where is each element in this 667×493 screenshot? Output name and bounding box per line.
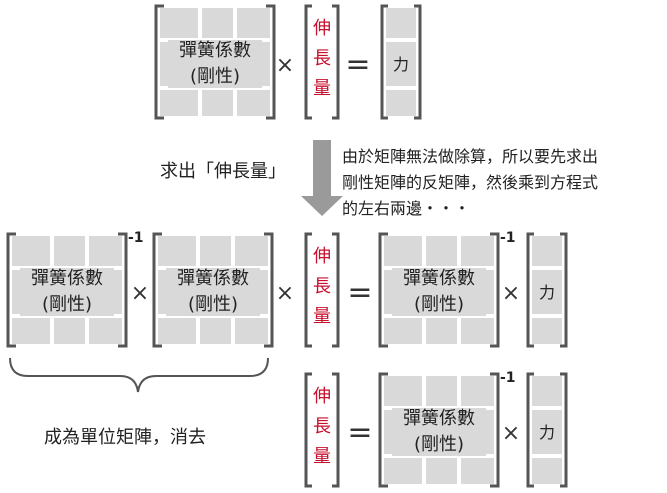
times-operator: × <box>502 281 520 306</box>
inverse-superscript: -1 <box>500 370 516 386</box>
equals-operator: = <box>347 415 372 450</box>
equals-operator: = <box>347 275 372 310</box>
times-operator: × <box>276 281 294 306</box>
curly-brace <box>9 357 269 393</box>
vector-x-char3: 量 <box>313 306 331 327</box>
times-operator: × <box>131 281 149 306</box>
vector-x-char3: 量 <box>313 78 331 99</box>
matrix-k-label-line2: (剛性) <box>190 66 240 87</box>
note-line-1: 由於矩陣無法做除算，所以要先求出 <box>342 147 598 166</box>
matrix-k-inv2-label-line1: 彈簧係數 <box>403 268 475 289</box>
vector-x-row1: 伸 長 量 <box>304 4 340 120</box>
vector-f-row2: 力 <box>526 232 568 348</box>
note-line-3: 的左右兩邊・・・ <box>342 199 470 218</box>
vector-x-char2: 長 <box>313 276 331 297</box>
times-operator: × <box>502 421 520 446</box>
matrix-k-inverse-row2-right: 彈簧係數 (剛性) -1 <box>378 230 516 348</box>
vector-x-char1: 伸 <box>313 18 331 39</box>
note-line-2: 剛性矩陣的反矩陣，然後乘到方程式 <box>342 173 598 192</box>
equals-operator: = <box>345 47 370 82</box>
vector-x-row3: 伸 長 量 <box>304 372 340 488</box>
matrix-k-inverse-row3: 彈簧係數 (剛性) -1 <box>378 370 516 488</box>
cancel-label: 成為單位矩陣，消去 <box>44 427 206 448</box>
matrix-k2-label-line2: (剛性) <box>188 294 238 315</box>
vector-f-label: 力 <box>393 55 409 74</box>
inverse-superscript: -1 <box>500 230 516 246</box>
vector-x-row2: 伸 長 量 <box>304 232 340 348</box>
vector-x-char2: 長 <box>313 416 331 437</box>
matrix-k-inv3-label-line1: 彈簧係數 <box>403 408 475 429</box>
vector-x-char3: 量 <box>313 446 331 467</box>
matrix-k-row2: 彈簧係數 (剛性) <box>152 232 274 348</box>
vector-f-label: 力 <box>539 283 555 302</box>
vector-x-char2: 長 <box>313 48 331 69</box>
vector-x-char1: 伸 <box>313 246 331 267</box>
matrix-k-label-line1: 彈簧係數 <box>179 40 251 61</box>
down-arrow-icon <box>301 140 343 216</box>
matrix-k-inv2-label-line2: (剛性) <box>414 294 464 315</box>
matrix-k-inv-label-line1: 彈簧係數 <box>31 268 103 289</box>
vector-f-row3: 力 <box>526 372 568 488</box>
matrix-k-inverse-row2: 彈簧係數 (剛性) -1 <box>6 230 144 348</box>
matrix-k-inv-label-line2: (剛性) <box>42 294 92 315</box>
matrix-k-row1: 彈簧係數 (剛性) <box>154 4 276 120</box>
vector-f-row1: 力 <box>380 4 422 120</box>
inverse-superscript: -1 <box>128 230 144 246</box>
step-label: 求出「伸長量」 <box>160 161 286 182</box>
vector-f-label: 力 <box>539 423 555 442</box>
vector-x-char1: 伸 <box>313 386 331 407</box>
matrix-k-inv3-label-line2: (剛性) <box>414 434 464 455</box>
matrix-k2-label-line1: 彈簧係數 <box>177 268 249 289</box>
times-operator: × <box>276 53 294 78</box>
